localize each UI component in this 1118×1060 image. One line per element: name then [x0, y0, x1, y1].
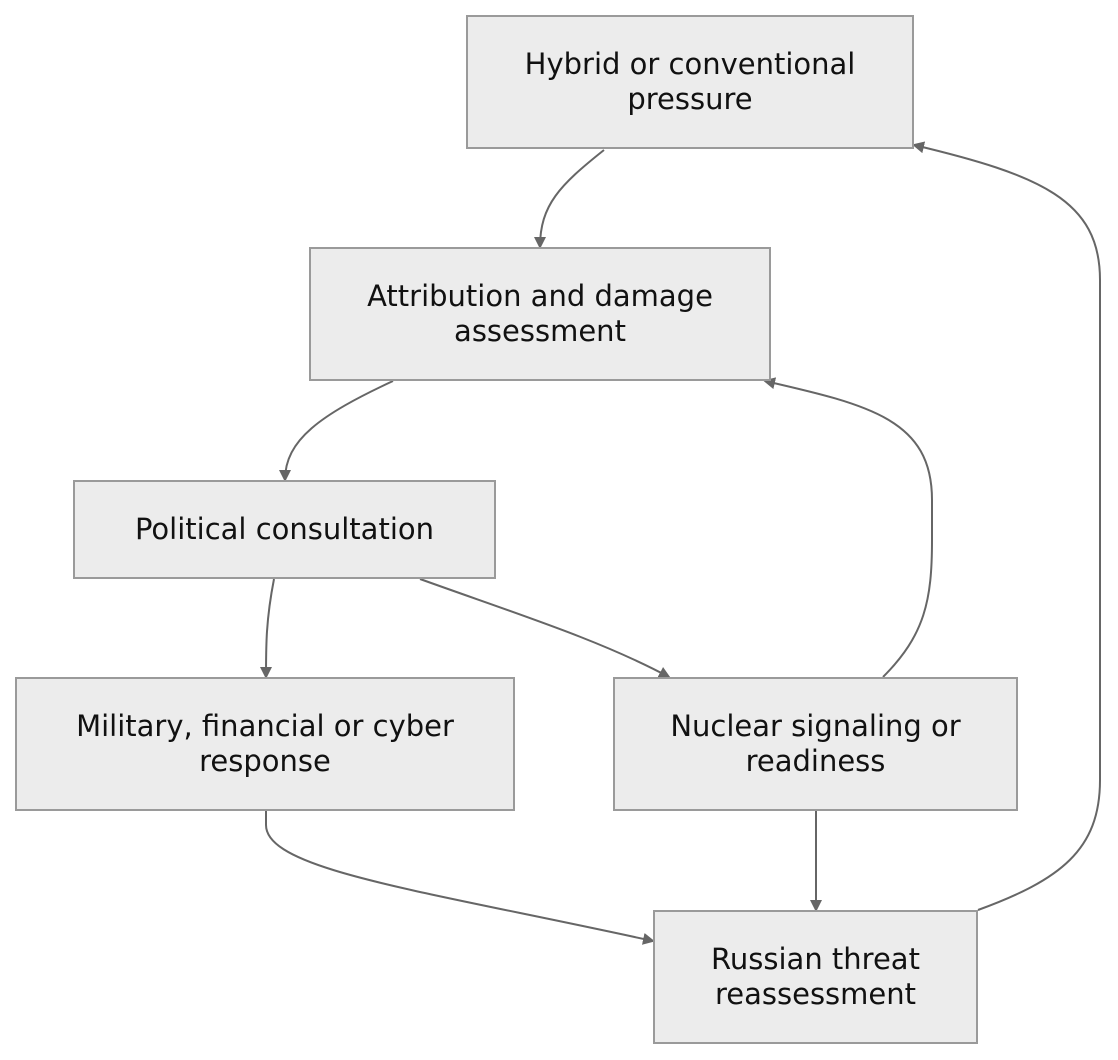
node-label: Political consultation	[134, 512, 435, 546]
node-nuclear-signaling: Nuclear signaling or readiness	[613, 677, 1018, 811]
node-label: Hybrid or conventional pressure	[524, 47, 856, 116]
edge-nuclear-to-attribution	[763, 377, 933, 678]
node-military-response: Military, financial or cyber response	[15, 677, 515, 811]
node-political-consultation: Political consultation	[73, 480, 496, 579]
edge-russian-to-hybrid	[912, 141, 1101, 911]
node-label: Attribution and damage assessment	[367, 279, 713, 348]
node-label: Nuclear signaling or readiness	[670, 709, 961, 778]
edge-political-to-military	[260, 578, 275, 679]
node-hybrid-pressure: Hybrid or conventional pressure	[466, 15, 914, 149]
edge-military-to-russian	[265, 811, 655, 945]
node-attribution-assessment: Attribution and damage assessment	[309, 247, 771, 381]
node-label: Russian threat reassessment	[711, 942, 920, 1011]
edge-political-to-nuclear	[419, 578, 671, 678]
node-russian-threat-reassessment: Russian threat reassessment	[653, 910, 978, 1044]
node-label: Military, financial or cyber response	[76, 709, 454, 778]
edge-hybrid-to-attribution	[534, 149, 605, 249]
edge-attribution-to-political	[279, 380, 394, 482]
